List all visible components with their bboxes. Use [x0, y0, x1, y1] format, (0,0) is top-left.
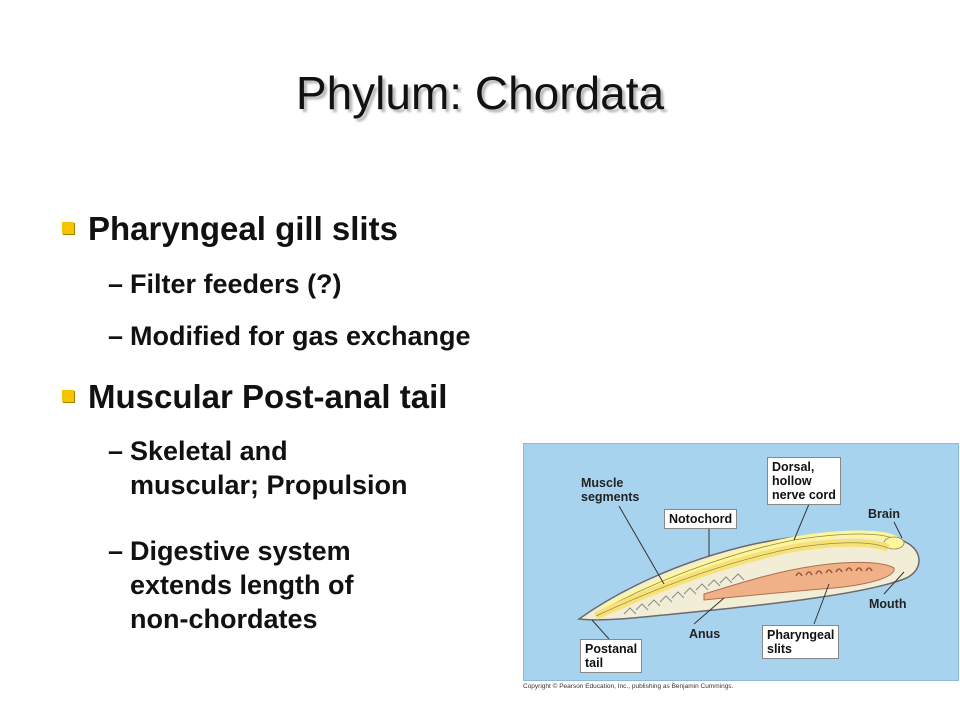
chordate-diagram: Muscle segments Dorsal, hollow nerve cor…	[523, 443, 959, 681]
dash-marker: –	[108, 536, 124, 566]
bullet-text: Muscular Post-anal tail	[88, 378, 448, 415]
bullet-text: Pharyngeal gill slits	[88, 210, 398, 247]
dash-marker: –	[108, 436, 124, 466]
label-anus: Anus	[689, 627, 721, 641]
label-pharyngeal-slits: Pharyngeal slits	[762, 625, 840, 659]
copyright-note: Copyright © Pearson Education, Inc., pub…	[523, 683, 734, 690]
sub-bullet-text: Filter feeders (?)	[130, 269, 342, 299]
chordate-body-illustration	[576, 491, 920, 640]
slide-title: Phylum: Chordata	[295, 67, 665, 119]
label-muscle-segments: Muscle segments	[581, 476, 640, 504]
bullet-square-icon	[62, 222, 74, 234]
sub-bullet-text: Skeletal and muscular; Propulsion	[130, 436, 408, 500]
label-mouth: Mouth	[869, 597, 907, 611]
bullet-square-icon	[62, 390, 74, 402]
sub-bullet-text: Digestive system extends length of non-c…	[130, 536, 354, 634]
label-notochord: Notochord	[664, 509, 738, 529]
sub-bullet-text: Modified for gas exchange	[130, 321, 471, 351]
label-brain: Brain	[868, 507, 900, 521]
label-postanal-tail: Postanal tail	[580, 639, 643, 673]
label-dorsal-nerve-cord: Dorsal, hollow nerve cord	[767, 457, 841, 505]
dash-marker: –	[108, 269, 124, 299]
dash-marker: –	[108, 321, 124, 351]
